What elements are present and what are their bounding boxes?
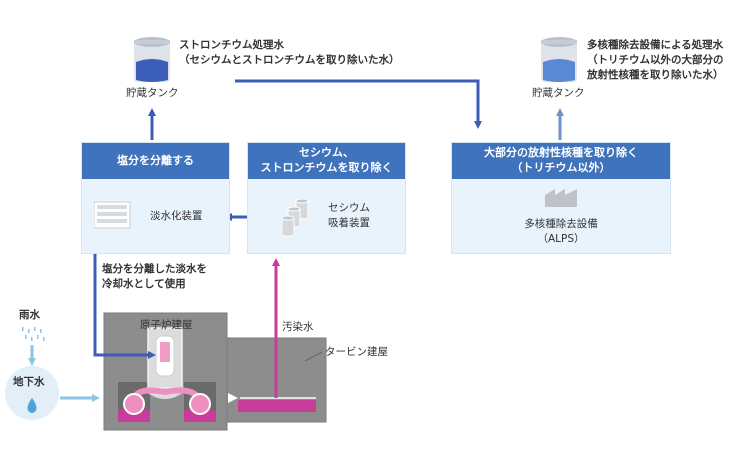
alps-equipment-label: 多核種除去設備 （ALPS） xyxy=(524,218,598,245)
desalination-equipment-label: 淡水化装置 xyxy=(150,210,203,222)
desalination-unit-icon xyxy=(94,201,131,229)
fresh-water-note: 塩分を分離した淡水を 冷却水として使用 xyxy=(102,263,207,291)
cesium-adsorber-icon xyxy=(282,199,309,237)
tank-left-label: 貯蔵タンク xyxy=(126,87,179,99)
cesium-box: セシウム、 ストロンチウムを取り除く セシウム 吸着装置 xyxy=(247,142,406,254)
storage-tank-right-icon xyxy=(541,37,577,82)
arrow-to-alps xyxy=(235,79,482,129)
rain-icon xyxy=(22,327,45,341)
desalination-box: 塩分を分離する 淡水化装置 xyxy=(81,142,230,254)
tank-left-title: ストロンチウム処理水 （セシウムとストロンチウムを取り除いた水） xyxy=(179,39,400,67)
cooling-water-arrow xyxy=(93,252,156,359)
alps-header: 大部分の放射性核種を取り除く （トリチウム以外） xyxy=(452,143,670,179)
reactor-building-label: 原子炉建屋 xyxy=(140,319,193,331)
groundwater-label: 地下水 xyxy=(13,376,45,388)
alps-facility-icon xyxy=(545,189,577,207)
alps-box: 大部分の放射性核種を取り除く （トリチウム以外） 多核種除去設備 （ALPS） xyxy=(451,142,671,254)
desalination-header: 塩分を分離する xyxy=(82,143,229,179)
groundwater-circle xyxy=(5,366,59,420)
reactor-vessel-icon xyxy=(144,327,186,399)
contaminated-water-label: 汚染水 xyxy=(282,321,314,333)
cesium-header: セシウム、 ストロンチウムを取り除く xyxy=(248,143,405,179)
turbine-building-label: タービン建屋 xyxy=(325,346,388,358)
rain-label: 雨水 xyxy=(19,309,40,321)
storage-tank-left-icon xyxy=(134,37,170,82)
turbine-water xyxy=(238,400,316,412)
tank-right-label: 貯蔵タンク xyxy=(532,87,585,99)
cesium-equipment-label: セシウム 吸着装置 xyxy=(328,202,370,229)
tank-right-title: 多核種除去設備による処理水 （トリチウム以外の大部分の 放射性核種を取り除いた水… xyxy=(587,39,724,82)
